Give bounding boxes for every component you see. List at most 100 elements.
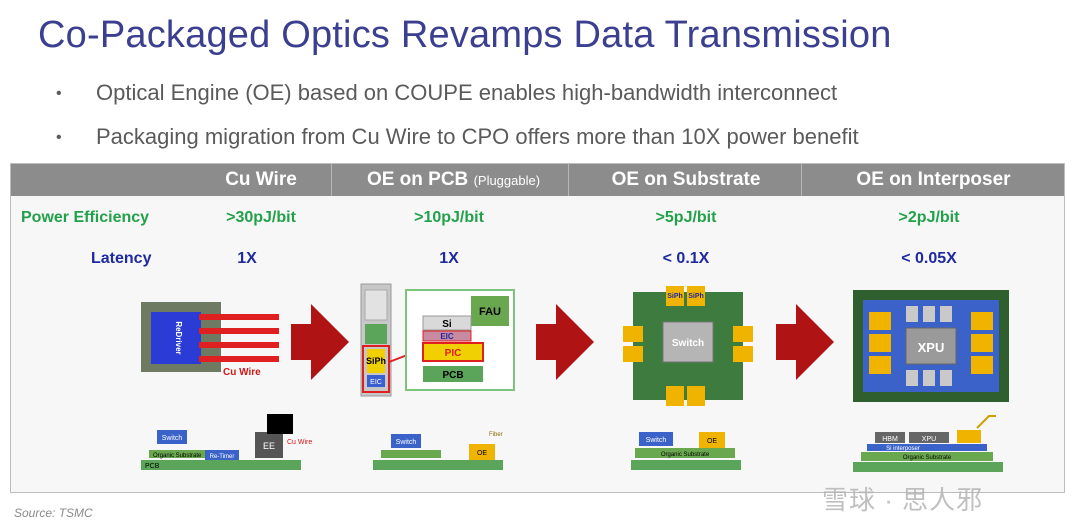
switch-small-label: Switch: [396, 439, 417, 446]
bullet-dot: •: [56, 85, 62, 103]
source-note: Source: TSMC: [14, 506, 93, 520]
hbm-stack: [906, 306, 918, 322]
organic-substrate: [861, 452, 993, 461]
power-value-cu-wire: >30pJ/bit: [226, 209, 296, 226]
hbm-stack: [923, 306, 935, 322]
oe-small-label: OE: [477, 450, 487, 457]
oe-pcb-cross-section: Switch OE Fiber: [373, 432, 503, 470]
organic-substrate-label: Organic Substrate: [661, 452, 710, 458]
oe-module: [687, 386, 705, 406]
bullet-dot: •: [56, 129, 62, 147]
redriver-chip: [151, 312, 201, 364]
retimer-block: [205, 450, 239, 460]
col-header-cu-wire: Cu Wire: [186, 164, 336, 196]
si-layer: [422, 315, 472, 331]
col-header-label: OE on Interposer: [856, 169, 1011, 190]
retimer-label: Re-Timer: [210, 454, 235, 460]
oe-module: [971, 334, 993, 352]
header-divider: [331, 164, 332, 196]
oe-block: [957, 430, 981, 443]
watermark: 雪球 · 思人邪: [822, 485, 984, 515]
fiber-label: Fiber: [489, 432, 503, 438]
fau-label: FAU: [479, 306, 501, 318]
oe-module: [666, 386, 684, 406]
redriver-label: ReDriver: [174, 321, 183, 354]
pcb-base: [373, 460, 503, 470]
organic-substrate-label: Organic Substrate: [903, 455, 952, 461]
cu-wire-label: Cu Wire: [223, 367, 261, 378]
col-header-label: OE on Substrate: [611, 169, 761, 190]
siph-label: SiPh: [366, 356, 386, 366]
oe-module: [869, 312, 891, 330]
switch-label: Switch: [672, 338, 704, 349]
bullet-2: • Packaging migration from Cu Wire to CPO…: [56, 124, 859, 150]
page-title: Co-Packaged Optics Revamps Data Transmis…: [38, 14, 892, 56]
table-header: Cu Wire OE on PCB (Pluggable) OE on Subs…: [11, 164, 1064, 196]
hbm-stack: [940, 370, 952, 386]
bullet-2-text: Packaging migration from Cu Wire to CPO …: [96, 124, 859, 149]
bullet-1: • Optical Engine (OE) based on COUPE enab…: [56, 80, 837, 106]
eic-layer-label: EIC: [440, 332, 454, 341]
col-header-oe-interposer: OE on Interposer: [806, 164, 1061, 196]
ee-block: [255, 432, 283, 458]
pcb-base: [141, 460, 301, 470]
comparison-panel: Cu Wire OE on PCB (Pluggable) OE on Subs…: [10, 163, 1065, 493]
latency-value-oe-substrate: < 0.1X: [662, 250, 710, 267]
oe-substrate-diagram: Switch SiPh SiPh: [623, 286, 753, 406]
cu-wire-cross-section: PCB Organic Substrate Switch Re-Timer EE…: [141, 414, 312, 470]
cu-trace: [199, 314, 279, 320]
oe-module: [733, 326, 753, 342]
switch-block: [639, 432, 673, 446]
oe-block: [469, 444, 495, 460]
siph-chip: [367, 349, 385, 373]
hbm-stack: [940, 306, 952, 322]
cu-wire-small-label: Cu Wire: [287, 439, 312, 446]
cu-trace: [199, 342, 279, 348]
ee-connector: [267, 414, 293, 434]
eic-layer: [422, 330, 472, 342]
pcb-small-label: PCB: [145, 463, 160, 470]
pic-layer: [422, 342, 484, 362]
oe-module: [869, 356, 891, 374]
xpu-label: XPU: [918, 340, 945, 355]
module-housing: [364, 289, 388, 321]
organic-substrate: [149, 450, 219, 458]
organic-substrate: [635, 448, 735, 458]
siph-label: SiPh: [667, 293, 683, 300]
arrow-right-icon: [776, 304, 834, 380]
fiber-icon: [976, 415, 996, 429]
oe-module: [623, 326, 643, 342]
bullet-1-text: Optical Engine (OE) based on COUPE enabl…: [96, 80, 838, 105]
xpu-small-label: XPU: [922, 436, 936, 443]
power-value-oe-substrate: >5pJ/bit: [655, 209, 717, 226]
fau-block: [471, 296, 509, 326]
oe-pcb-diagram: SiPh EIC FAU Si EIC PIC PCB: [360, 283, 515, 397]
latency-value-oe-pcb: 1X: [439, 250, 459, 267]
latency-label: Latency: [91, 250, 152, 267]
xpu-block: [909, 432, 949, 443]
col-header-suffix: (Pluggable): [473, 173, 541, 188]
pcb-base: [631, 460, 741, 470]
switch-chip: [662, 321, 714, 363]
hbm-label: HBM: [882, 436, 898, 443]
pcb-layer: [423, 366, 483, 382]
col-header-label: Cu Wire: [225, 169, 297, 190]
oe-interposer-cross-section: Organic Substrate Si interposer HBM XPU: [853, 415, 1003, 472]
oe-module: [687, 286, 705, 306]
oe-interposer-diagram: XPU: [853, 290, 1009, 402]
eic-label: EIC: [370, 379, 382, 386]
hbm-block: [875, 432, 905, 443]
packaging-diagrams: ReDriver Cu Wire SiPh EIC FAU Si: [141, 283, 1009, 472]
cu-trace: [199, 356, 279, 362]
col-header-oe-substrate: OE on Substrate: [571, 164, 801, 196]
oe-module: [971, 356, 993, 374]
hbm-stack: [923, 370, 935, 386]
organic-substrate-label: Organic Substrate: [153, 453, 202, 459]
latency-value-cu-wire: 1X: [237, 250, 257, 267]
cu-trace: [199, 328, 279, 334]
oe-module: [971, 312, 993, 330]
switch-block: [157, 430, 187, 444]
oe-module: [666, 286, 684, 306]
switch-block: [391, 434, 421, 448]
siph-highlight: [362, 345, 390, 393]
